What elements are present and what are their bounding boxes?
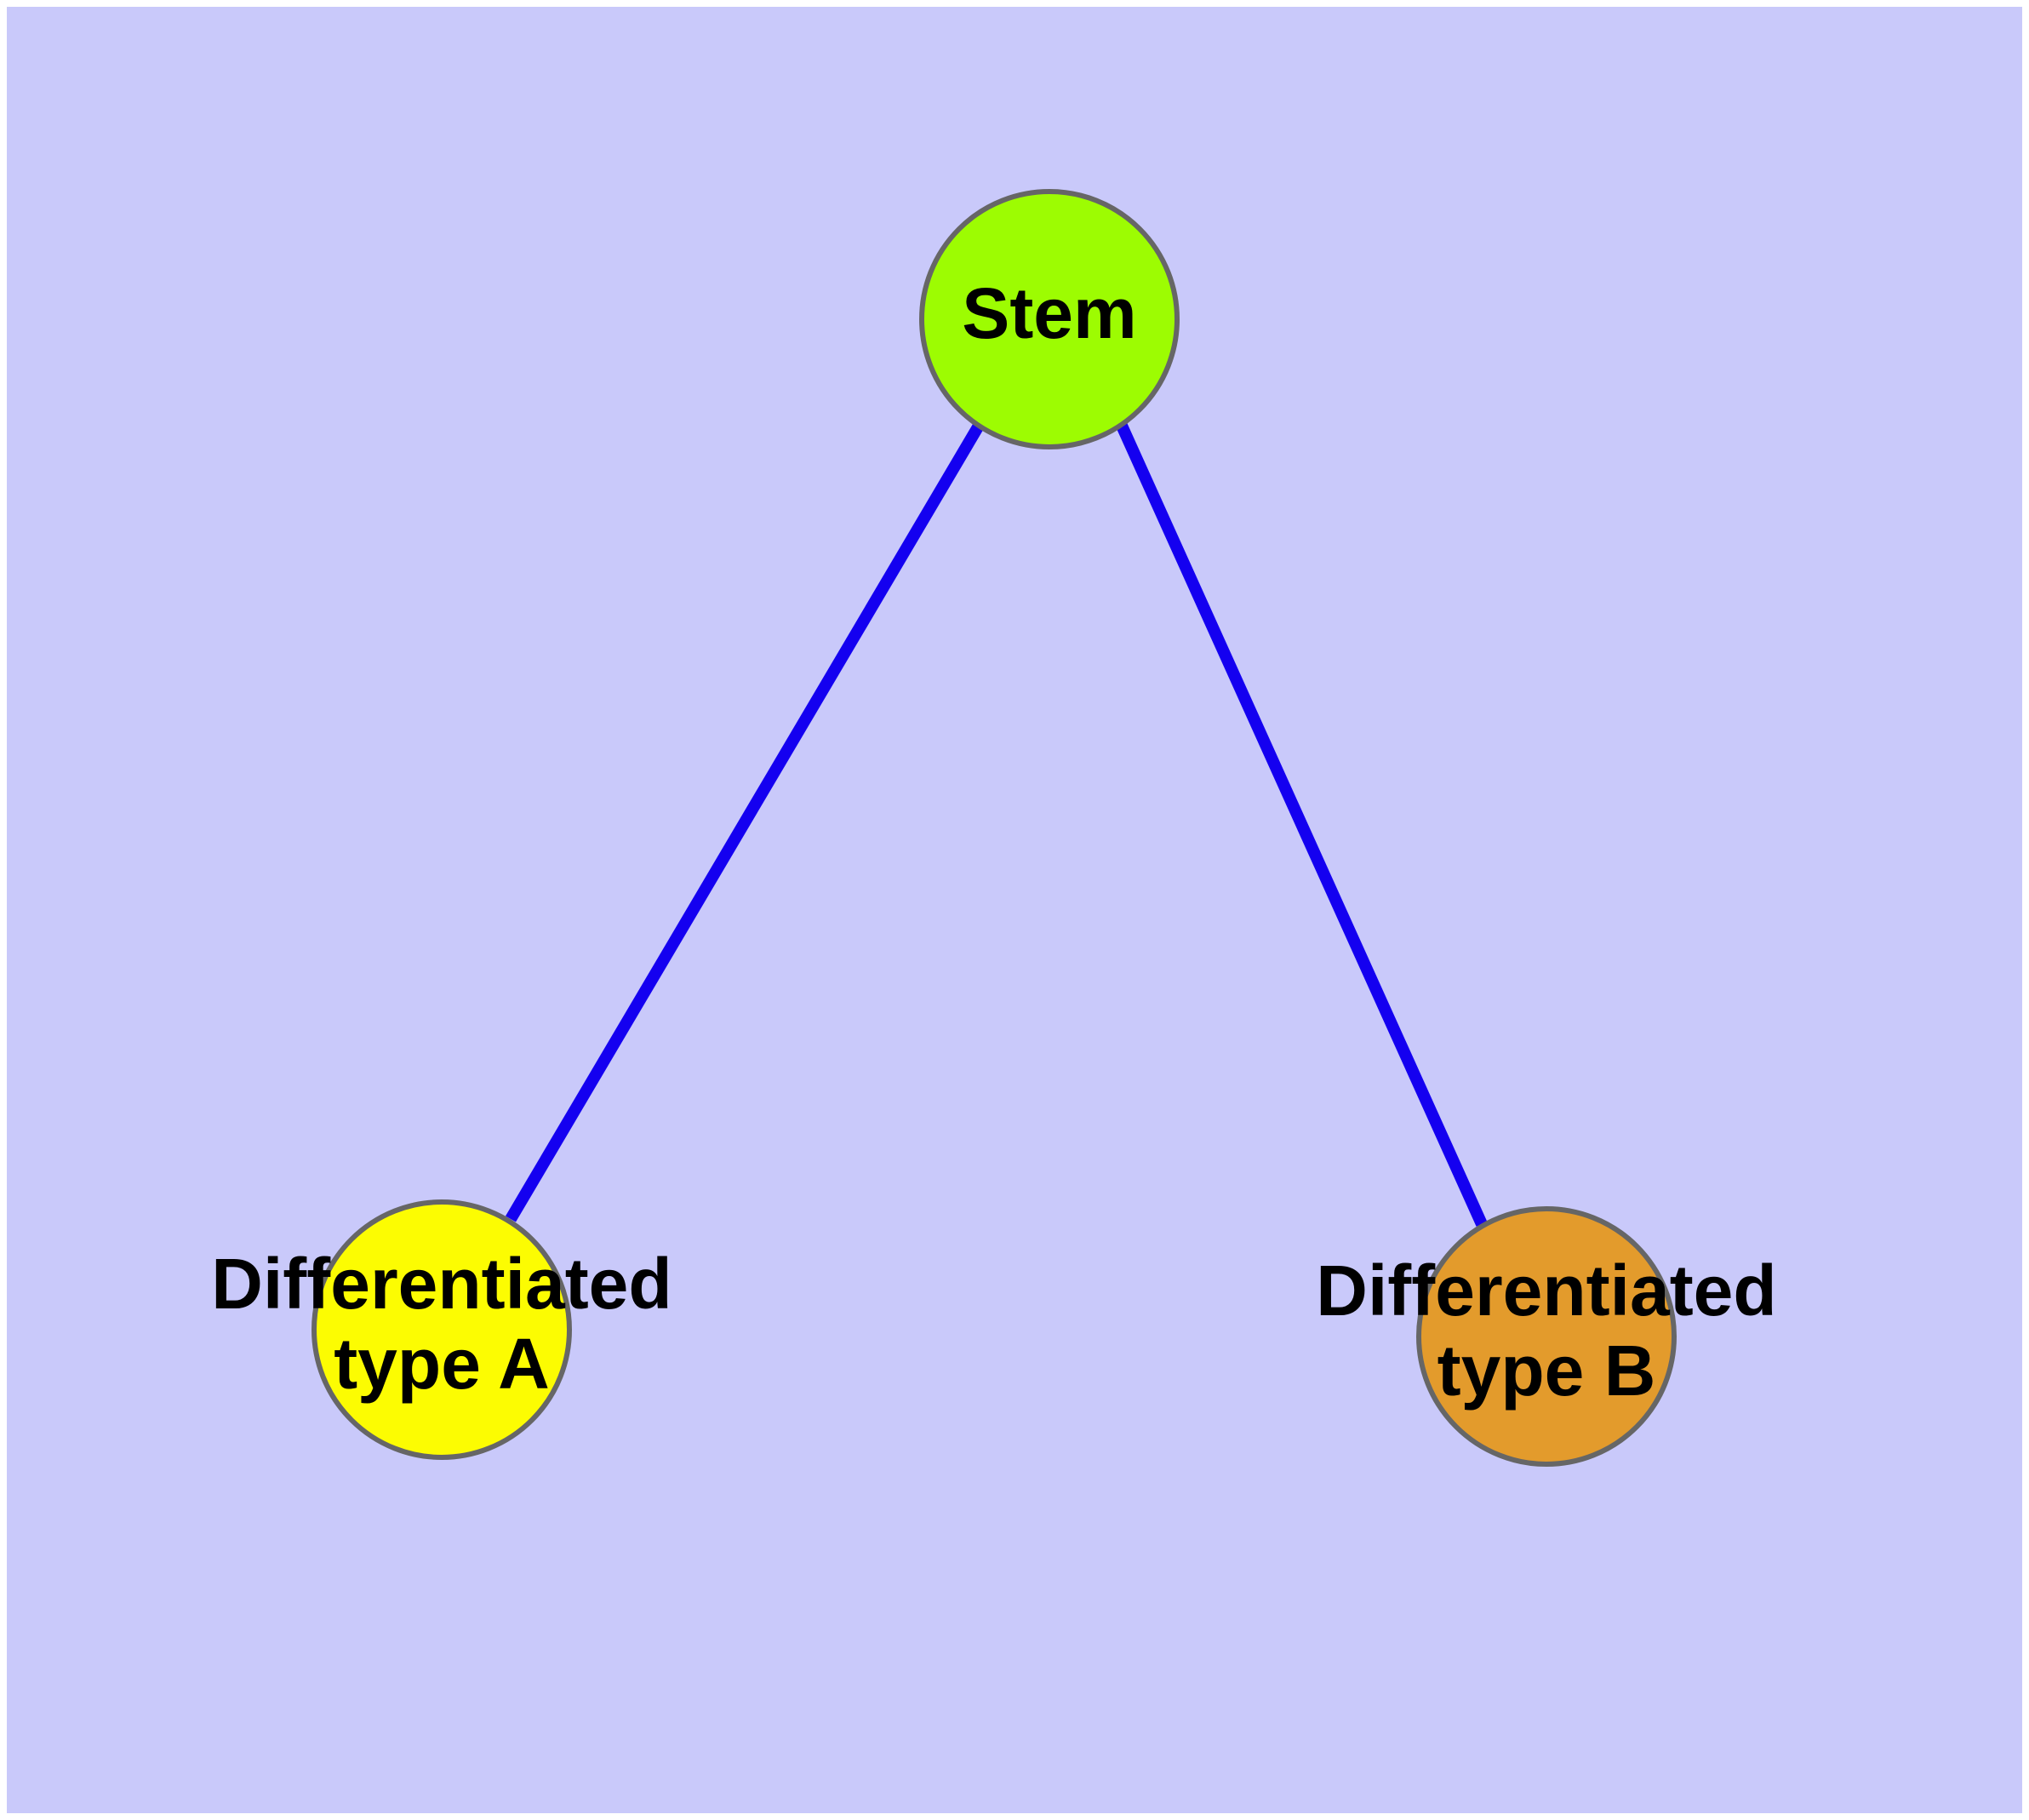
- node-stem-label-line1: Stem: [962, 273, 1136, 353]
- node-layer: Stem Differentiated type A Differentiate…: [211, 189, 1777, 1467]
- edge-layer: [505, 422, 1488, 1227]
- node-diff-b[interactable]: Differentiated type B: [1316, 1206, 1777, 1467]
- node-stem[interactable]: Stem: [919, 189, 1180, 449]
- node-diff-b-label-line2: type B: [1437, 1331, 1656, 1411]
- node-diff-b-circle[interactable]: [1416, 1206, 1677, 1467]
- edge-stem-to-diff-a[interactable]: [505, 422, 985, 1222]
- node-stem-circle[interactable]: [919, 189, 1180, 449]
- node-diff-a-label-line1: Differentiated: [211, 1244, 672, 1324]
- node-diff-b-label-line1: Differentiated: [1316, 1251, 1776, 1331]
- edge-stem-to-diff-b[interactable]: [1116, 423, 1488, 1227]
- node-diff-a-label-line2: type A: [334, 1324, 550, 1404]
- node-diff-a-circle[interactable]: [311, 1199, 572, 1460]
- node-diff-a[interactable]: Differentiated type A: [211, 1199, 672, 1460]
